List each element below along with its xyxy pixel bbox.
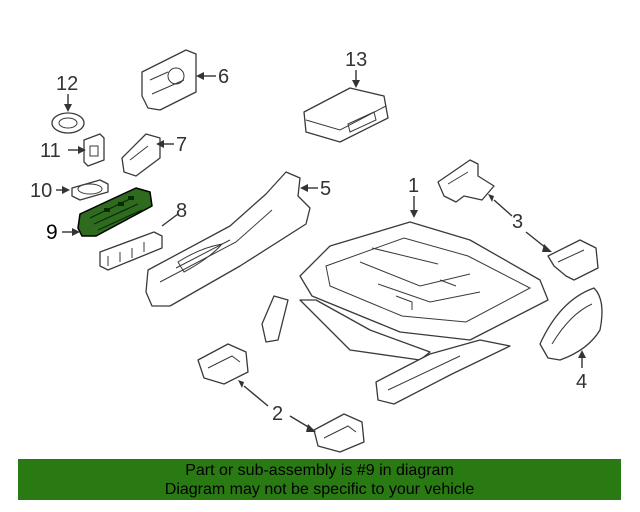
part-2-foot-right	[313, 413, 365, 453]
banner-line-2: Diagram may not be specific to your vehi…	[164, 481, 475, 498]
banner-line-1: Part or sub-assembly is #9 in diagram	[185, 462, 454, 479]
leader-8	[161, 213, 179, 227]
part-2-foot-left	[197, 343, 249, 385]
part-11-switch	[83, 133, 105, 167]
leader-2a	[243, 385, 269, 407]
part-9-switch-assembly	[77, 187, 153, 237]
info-banner: Part or sub-assembly is #9 in diagram Di…	[18, 459, 621, 500]
part-3-bracket-upper	[437, 159, 495, 203]
leader-2b	[289, 415, 311, 429]
callout-10: 10	[30, 180, 52, 202]
callout-7: 7	[176, 134, 187, 156]
callout-11: 11	[40, 140, 61, 162]
callout-6: 6	[218, 66, 229, 88]
callout-13: 13	[345, 49, 367, 71]
callout-3: 3	[512, 211, 523, 233]
callout-2: 2	[272, 403, 283, 425]
part-8-module	[99, 231, 163, 271]
part-1-seat-frame	[261, 221, 549, 405]
part-3-bracket-lower	[547, 239, 599, 281]
callout-1: 1	[408, 175, 419, 197]
part-5-side-panel	[145, 171, 311, 307]
part-13-control-unit	[303, 87, 389, 143]
part-4-shield	[539, 287, 603, 361]
callout-9: 9	[46, 221, 58, 244]
callout-4: 4	[576, 371, 587, 393]
part-12-clip	[51, 112, 85, 134]
leader-3a	[493, 199, 513, 217]
callout-5: 5	[320, 178, 331, 200]
parts-diagram: 12 11 10 9 8 6	[30, 49, 603, 453]
callout-8: 8	[176, 200, 187, 222]
part-7-bracket	[121, 133, 161, 177]
leader-3b	[525, 231, 547, 249]
part-10-switch	[71, 179, 109, 201]
callout-12: 12	[56, 73, 78, 95]
part-6-bracket	[141, 49, 197, 111]
